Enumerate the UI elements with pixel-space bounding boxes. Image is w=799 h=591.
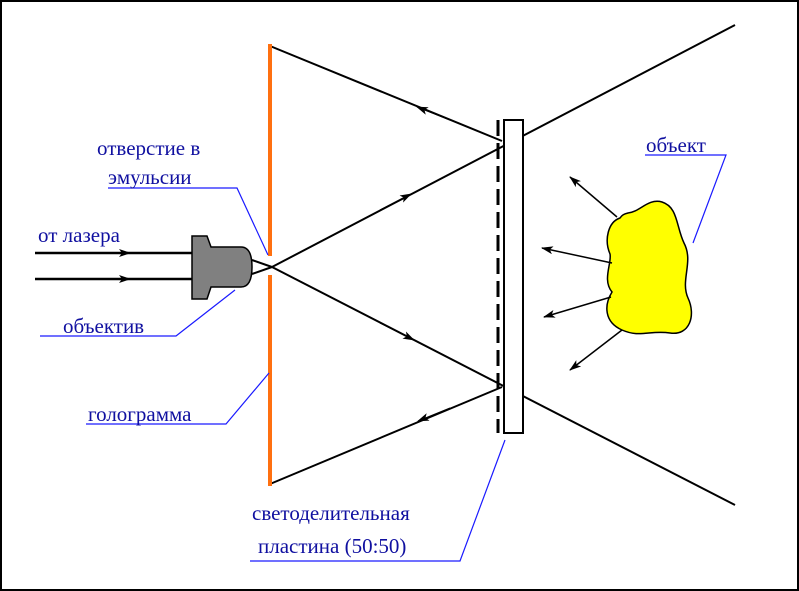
label-splitter-line1: светоделительная <box>252 501 410 525</box>
object-scatter-arrows <box>541 176 623 371</box>
laser-beams <box>35 249 192 283</box>
leader-lines <box>40 154 727 562</box>
label-splitter-line2: пластина (50:50) <box>258 534 406 558</box>
label-hologram: голограмма <box>88 402 192 426</box>
label-pinhole-line1: отверстие в <box>97 136 200 160</box>
label-object: объект <box>646 133 706 157</box>
beam-splitter-plate <box>496 119 524 434</box>
objective-lens-icon <box>191 235 253 300</box>
object-blob-icon <box>606 200 693 335</box>
label-objective: объектив <box>63 314 144 338</box>
label-from-laser: от лазера <box>38 223 121 247</box>
ray-arrows <box>379 106 451 422</box>
label-pinhole-line2: эмульсии <box>108 165 192 189</box>
